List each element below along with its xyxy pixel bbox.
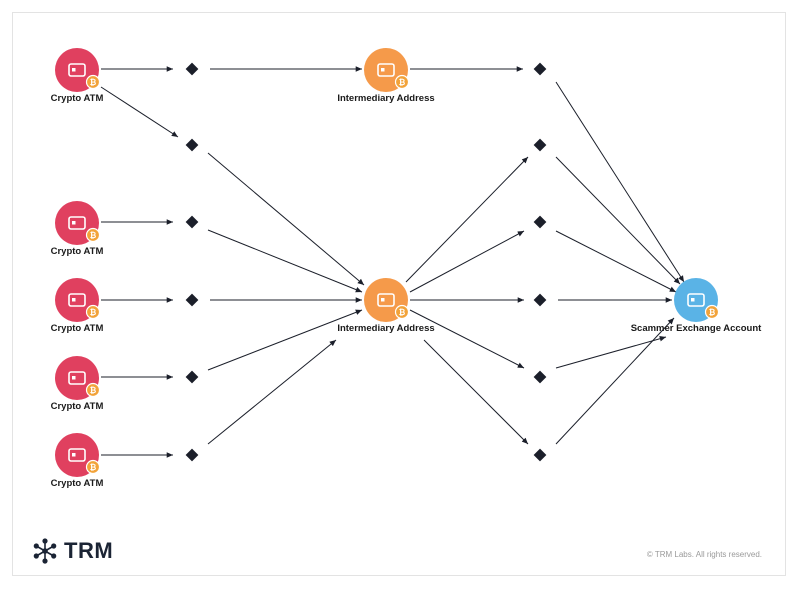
svg-text:₿: ₿ — [90, 231, 97, 240]
node-atm2[interactable]: ₿ Crypto ATM — [51, 201, 104, 257]
node-int_mid[interactable]: ₿ Intermediary Address — [337, 278, 435, 334]
flow-arrow — [405, 156, 529, 283]
brand-name: TRM — [64, 538, 114, 563]
node-atm3[interactable]: ₿ Crypto ATM — [51, 278, 104, 334]
node-label: Crypto ATM — [51, 323, 104, 334]
edges-layer — [100, 66, 685, 458]
hop-diamond-marker — [533, 215, 547, 229]
flow-arrow — [207, 152, 365, 286]
wallet-icon — [377, 293, 395, 307]
bitcoin-badge-icon: ₿ — [85, 227, 101, 243]
node-atm4[interactable]: ₿ Crypto ATM — [51, 356, 104, 412]
hop-diamond-marker — [533, 448, 547, 462]
hop-diamond-marker — [533, 62, 547, 76]
flow-arrow — [100, 86, 179, 138]
flow-arrow — [555, 156, 681, 285]
node-atm5[interactable]: ₿ Crypto ATM — [51, 433, 104, 489]
bitcoin-badge-icon: ₿ — [704, 304, 720, 320]
nodes-layer: ₿ Crypto ATM ₿ Crypto ATM ₿ Crypto ATM ₿ Crypto… — [51, 48, 762, 489]
flow-arrow — [555, 336, 667, 369]
wallet-icon — [687, 293, 705, 307]
wallet-icon — [68, 371, 86, 385]
hop-diamond-marker — [185, 370, 199, 384]
wallet-icon — [68, 293, 86, 307]
wallet-icon — [377, 63, 395, 77]
flow-arrow — [409, 309, 525, 369]
diagram-frame — [12, 12, 786, 576]
hop-markers-layer — [185, 62, 547, 462]
flow-arrow — [409, 230, 525, 293]
node-label: Crypto ATM — [51, 246, 104, 257]
snowflake-logo-icon — [33, 538, 57, 564]
wallet-icon — [68, 448, 86, 462]
hop-diamond-marker — [533, 138, 547, 152]
svg-text:₿: ₿ — [709, 308, 716, 317]
trm-logo: TRM — [32, 538, 113, 564]
svg-text:₿: ₿ — [90, 386, 97, 395]
node-atm1[interactable]: ₿ Crypto ATM — [51, 48, 104, 104]
bitcoin-badge-icon: ₿ — [85, 459, 101, 475]
flow-arrow — [423, 339, 529, 445]
wallet-icon — [68, 63, 86, 77]
hop-diamond-marker — [185, 448, 199, 462]
node-exch[interactable]: ₿ Scammer Exchange Account — [631, 278, 762, 334]
svg-text:₿: ₿ — [90, 463, 97, 472]
hop-diamond-marker — [185, 293, 199, 307]
svg-text:₿: ₿ — [90, 78, 97, 87]
bitcoin-badge-icon: ₿ — [85, 382, 101, 398]
hop-diamond-marker — [533, 370, 547, 384]
node-label: Crypto ATM — [51, 401, 104, 412]
svg-text:₿: ₿ — [399, 308, 406, 317]
flow-arrow — [555, 81, 685, 283]
hop-diamond-marker — [533, 293, 547, 307]
svg-text:₿: ₿ — [399, 78, 406, 87]
wallet-icon — [68, 216, 86, 230]
svg-text:₿: ₿ — [90, 308, 97, 317]
node-int_top[interactable]: ₿ Intermediary Address — [337, 48, 435, 104]
node-label: Crypto ATM — [51, 93, 104, 104]
flow-arrow — [207, 309, 363, 371]
node-label: Intermediary Address — [337, 323, 434, 334]
node-label: Crypto ATM — [51, 478, 104, 489]
bitcoin-badge-icon: ₿ — [85, 74, 101, 90]
flow-arrow — [207, 339, 337, 445]
hop-diamond-marker — [185, 62, 199, 76]
node-label: Scammer Exchange Account — [631, 323, 762, 334]
hop-diamond-marker — [185, 215, 199, 229]
node-label: Intermediary Address — [337, 93, 434, 104]
hop-diamond-marker — [185, 138, 199, 152]
flow-arrow — [207, 229, 363, 293]
flow-arrow — [555, 230, 677, 293]
bitcoin-badge-icon: ₿ — [85, 304, 101, 320]
bitcoin-badge-icon: ₿ — [394, 74, 410, 90]
flow-arrow — [555, 317, 675, 445]
copyright-text: © TRM Labs. All rights reserved. — [646, 550, 762, 559]
bitcoin-badge-icon: ₿ — [394, 304, 410, 320]
